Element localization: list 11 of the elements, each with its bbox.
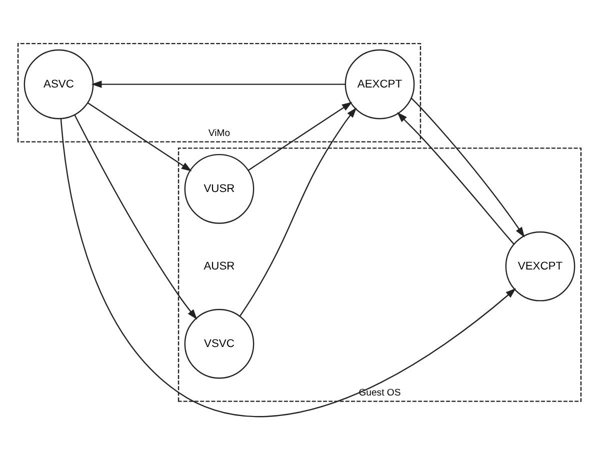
node-circle: ASVC xyxy=(24,48,94,119)
node-circle: VUSR xyxy=(184,153,254,224)
arrow xyxy=(74,114,198,320)
arrow xyxy=(239,106,357,316)
arrow xyxy=(397,112,514,244)
arrow xyxy=(248,101,352,170)
arrow xyxy=(60,118,516,416)
arrow xyxy=(88,102,192,171)
arrow xyxy=(91,80,346,88)
arrow xyxy=(410,97,525,237)
label: AUSR xyxy=(204,260,235,272)
